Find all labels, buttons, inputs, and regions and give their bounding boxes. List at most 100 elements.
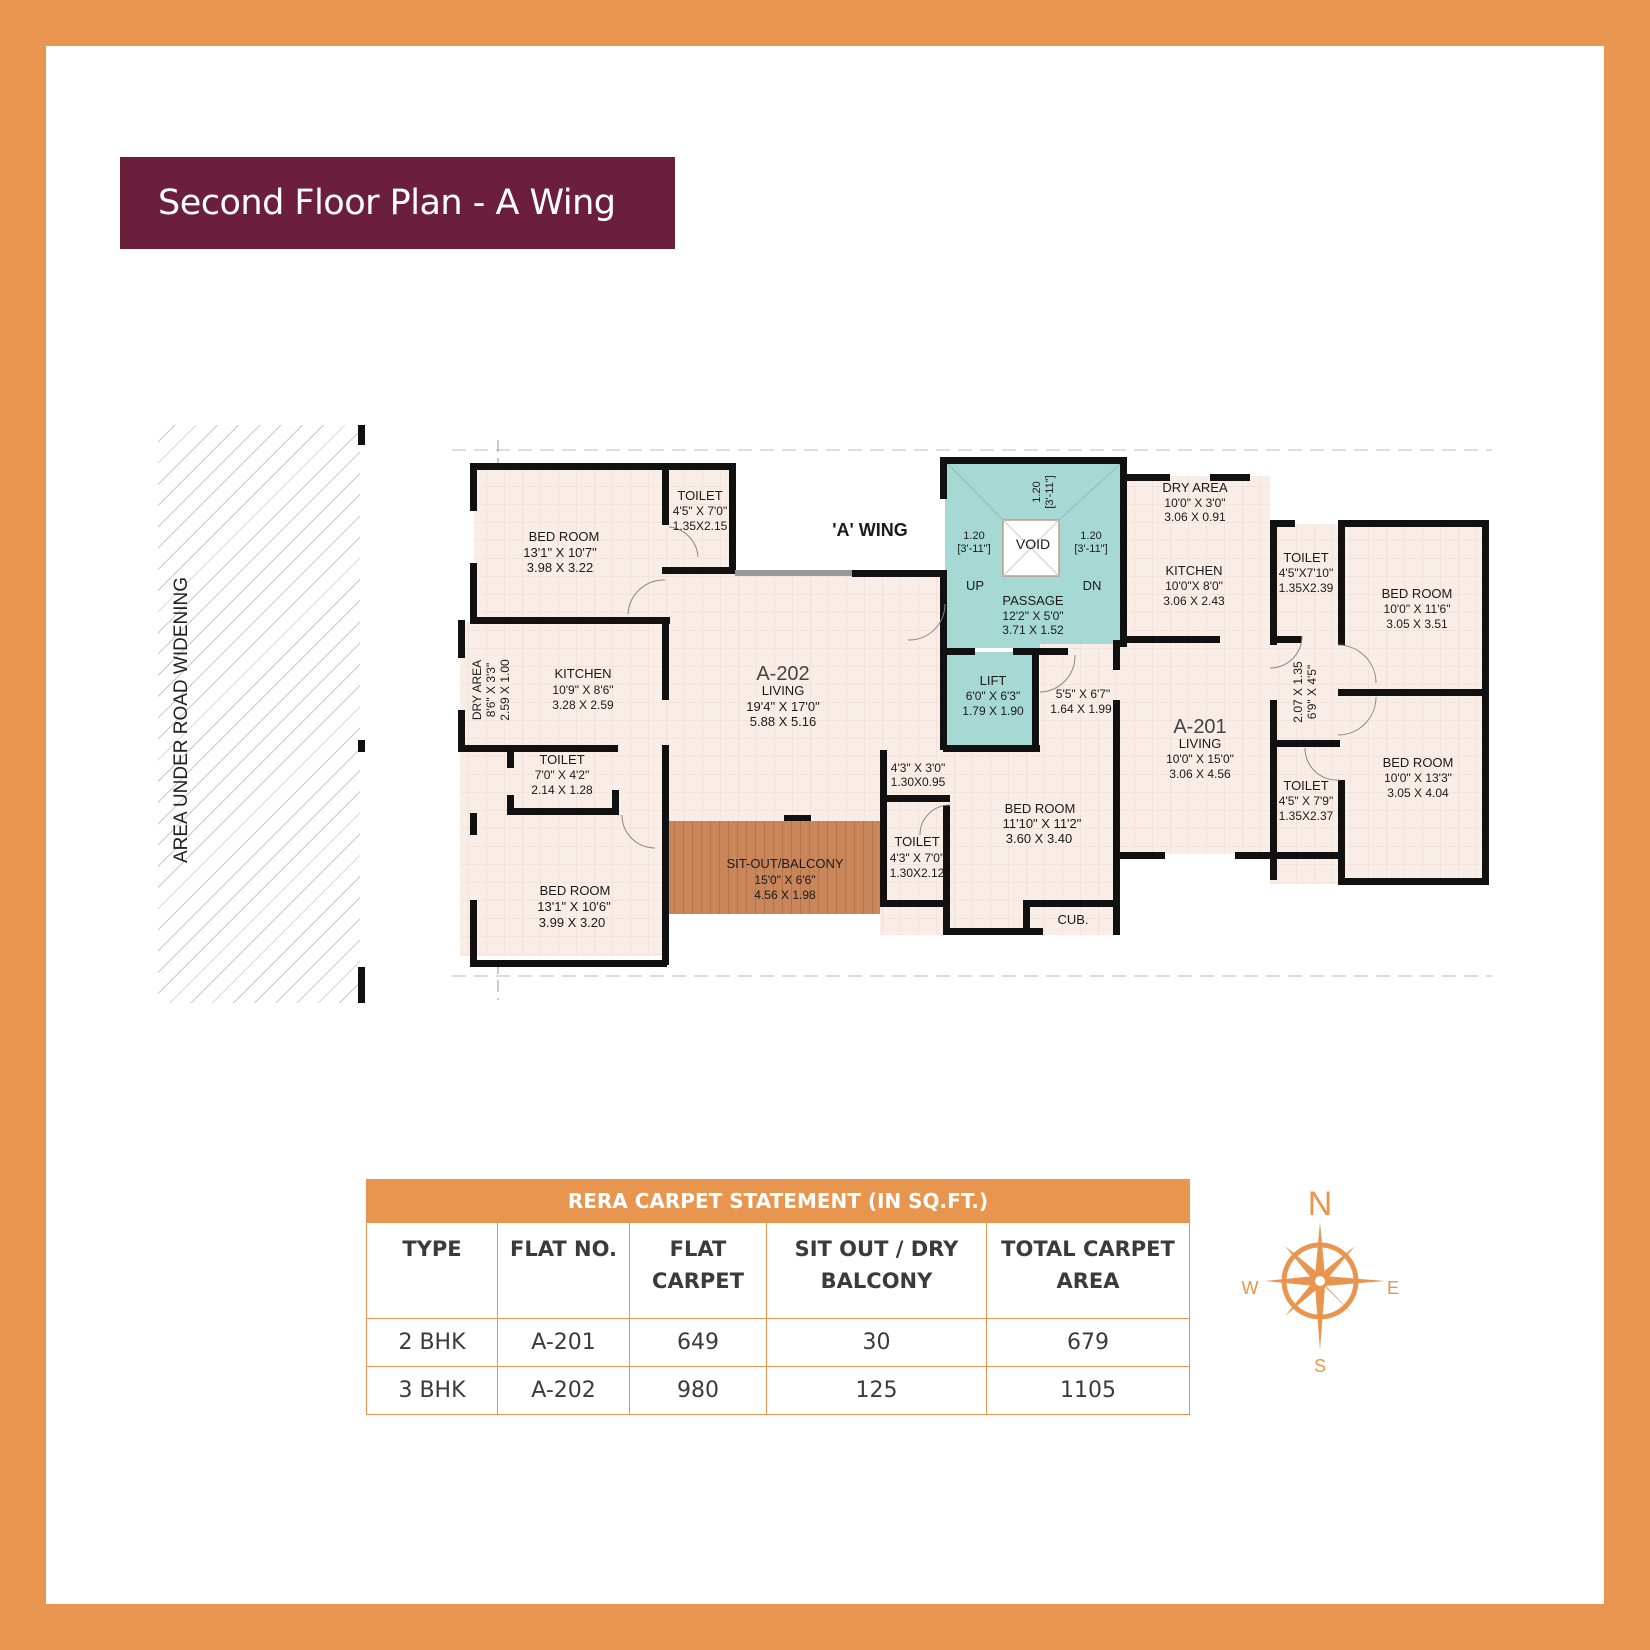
svg-text:7'0" X 4'2": 7'0" X 4'2" [535,768,589,782]
svg-text:1.20: 1.20 [963,530,984,542]
page-title: Second Floor Plan - A Wing [158,183,616,223]
svg-text:BED ROOM: BED ROOM [1005,801,1076,816]
table-row: 2 BHK A-201 649 30 679 [366,1318,1190,1367]
svg-text:W: W [1242,1278,1259,1298]
boundary-mark [358,967,365,1003]
svg-text:TOILET: TOILET [1283,778,1328,793]
road-widening-hatch [158,425,360,1003]
svg-text:10'0" X 15'0": 10'0" X 15'0" [1166,752,1234,766]
svg-text:19'4" X 17'0": 19'4" X 17'0" [746,699,820,714]
svg-text:BED ROOM: BED ROOM [529,529,600,544]
svg-text:LIVING: LIVING [762,683,805,698]
wing-label: 'A' WING [832,520,908,540]
svg-text:10'0" X 11'6": 10'0" X 11'6" [1384,602,1451,616]
svg-text:TOILET: TOILET [894,834,939,849]
col-flat-no: FLAT NO. [497,1222,630,1319]
boundary-mark [358,425,365,445]
svg-text:DRY AREA: DRY AREA [470,660,484,720]
boundary-mark [358,740,365,752]
rera-carpet-table: RERA CARPET STATEMENT (IN SQ.FT.) TYPE F… [366,1179,1190,1415]
walls [458,457,1489,967]
svg-text:LIVING: LIVING [1179,736,1222,751]
svg-text:BED ROOM: BED ROOM [1382,586,1453,601]
svg-text:6'0" X 6'3": 6'0" X 6'3" [966,689,1020,703]
svg-text:12'2" X 5'0": 12'2" X 5'0" [1002,609,1063,623]
svg-text:10'9" X 8'6": 10'9" X 8'6" [552,683,613,697]
svg-text:5.88 X 5.16: 5.88 X 5.16 [750,714,817,729]
svg-text:3.05 X 3.51: 3.05 X 3.51 [1386,617,1448,631]
svg-text:[3'-11"]: [3'-11"] [1044,475,1056,508]
table-title: RERA CARPET STATEMENT (IN SQ.FT.) [366,1179,1190,1223]
svg-text:2.59 X 1.00: 2.59 X 1.00 [498,659,512,721]
svg-text:3.99 X 3.20: 3.99 X 3.20 [539,915,606,930]
title-banner: Second Floor Plan - A Wing [120,157,675,249]
svg-text:10'0" X 13'3": 10'0" X 13'3" [1384,771,1452,785]
svg-text:11'10" X 11'2": 11'10" X 11'2" [1003,816,1082,831]
svg-text:3.06 X 4.56: 3.06 X 4.56 [1169,767,1231,781]
svg-text:1.35X2.15: 1.35X2.15 [673,519,728,533]
svg-text:3.28 X 2.59: 3.28 X 2.59 [552,698,614,712]
room-labels: BED ROOM 13'1" X 10'7" 3.98 X 3.22 TOILE… [470,475,1453,930]
svg-text:TOILET: TOILET [539,752,584,767]
svg-text:4.56 X 1.98: 4.56 X 1.98 [754,888,816,902]
table-row: 3 BHK A-202 980 125 1105 [366,1366,1190,1415]
lift-floor [945,652,1035,752]
svg-text:1.64 X 1.99: 1.64 X 1.99 [1050,702,1112,716]
svg-text:6'9" X 4'5": 6'9" X 4'5" [1305,665,1319,719]
svg-text:10'0"X 8'0": 10'0"X 8'0" [1165,579,1223,593]
svg-text:4'5" X 7'9": 4'5" X 7'9" [1279,794,1333,808]
svg-text:3.60 X 3.40: 3.60 X 3.40 [1006,831,1073,846]
svg-text:[3'-11"]: [3'-11"] [957,543,990,555]
svg-text:1.35X2.37: 1.35X2.37 [1279,809,1334,823]
svg-text:BED ROOM: BED ROOM [1383,755,1454,770]
svg-text:SIT-OUT/BALCONY: SIT-OUT/BALCONY [726,856,843,871]
compass-rose-icon: N W E S [1242,1185,1400,1376]
svg-text:PASSAGE: PASSAGE [1002,593,1064,608]
svg-text:10'0" X 3'0": 10'0" X 3'0" [1164,496,1225,510]
svg-text:3.06 X 2.43: 3.06 X 2.43 [1163,594,1225,608]
svg-text:5'5" X 6'7": 5'5" X 6'7" [1056,687,1110,701]
svg-text:1.79 X 1.90: 1.79 X 1.90 [962,704,1024,718]
col-type: TYPE [366,1222,498,1319]
svg-text:8'6" X 3'3": 8'6" X 3'3" [484,663,498,717]
svg-text:4'5" X 7'0": 4'5" X 7'0" [673,504,727,518]
svg-text:3.98 X 3.22: 3.98 X 3.22 [527,560,594,575]
stair-down-label: DN [1083,578,1102,593]
flat-a201-floor [1040,476,1485,884]
svg-text:BED ROOM: BED ROOM [540,883,611,898]
stair-up-label: UP [966,578,984,593]
svg-text:LIFT: LIFT [980,673,1007,688]
svg-text:E: E [1387,1278,1399,1298]
svg-text:1.30X0.95: 1.30X0.95 [891,775,946,789]
svg-text:N: N [1308,1185,1333,1223]
flat-number-a201: A-201 [1173,716,1226,738]
svg-text:1.30X2.12: 1.30X2.12 [890,866,945,880]
svg-text:S: S [1314,1356,1326,1376]
svg-text:CUB.: CUB. [1057,912,1088,927]
svg-text:1.35X2.39: 1.35X2.39 [1279,581,1334,595]
svg-text:13'1" X 10'6": 13'1" X 10'6" [537,899,611,914]
svg-text:15'0" X 6'6": 15'0" X 6'6" [754,873,815,887]
svg-text:[3'-11"]: [3'-11"] [1074,543,1107,555]
svg-text:4'3" X 3'0": 4'3" X 3'0" [891,761,945,775]
svg-text:KITCHEN: KITCHEN [1165,563,1222,578]
balcony-floor [669,821,880,914]
svg-text:KITCHEN: KITCHEN [554,666,611,681]
svg-text:TOILET: TOILET [1283,550,1328,565]
svg-text:1.20: 1.20 [1080,530,1101,542]
void-label: VOID [1016,536,1050,552]
svg-text:3.71 X 1.52: 3.71 X 1.52 [1002,623,1064,637]
svg-text:DRY AREA: DRY AREA [1162,480,1228,495]
svg-text:TOILET: TOILET [677,488,722,503]
svg-text:13'1" X 10'7": 13'1" X 10'7" [523,545,597,560]
svg-text:3.06 X 0.91: 3.06 X 0.91 [1164,510,1226,524]
door-swings [621,526,1377,849]
svg-text:3.05 X 4.04: 3.05 X 4.04 [1387,786,1449,800]
svg-text:4'3" X 7'0": 4'3" X 7'0" [890,851,944,865]
flat-number-a202: A-202 [756,663,809,685]
svg-text:4'5"X7'10": 4'5"X7'10" [1279,566,1333,580]
